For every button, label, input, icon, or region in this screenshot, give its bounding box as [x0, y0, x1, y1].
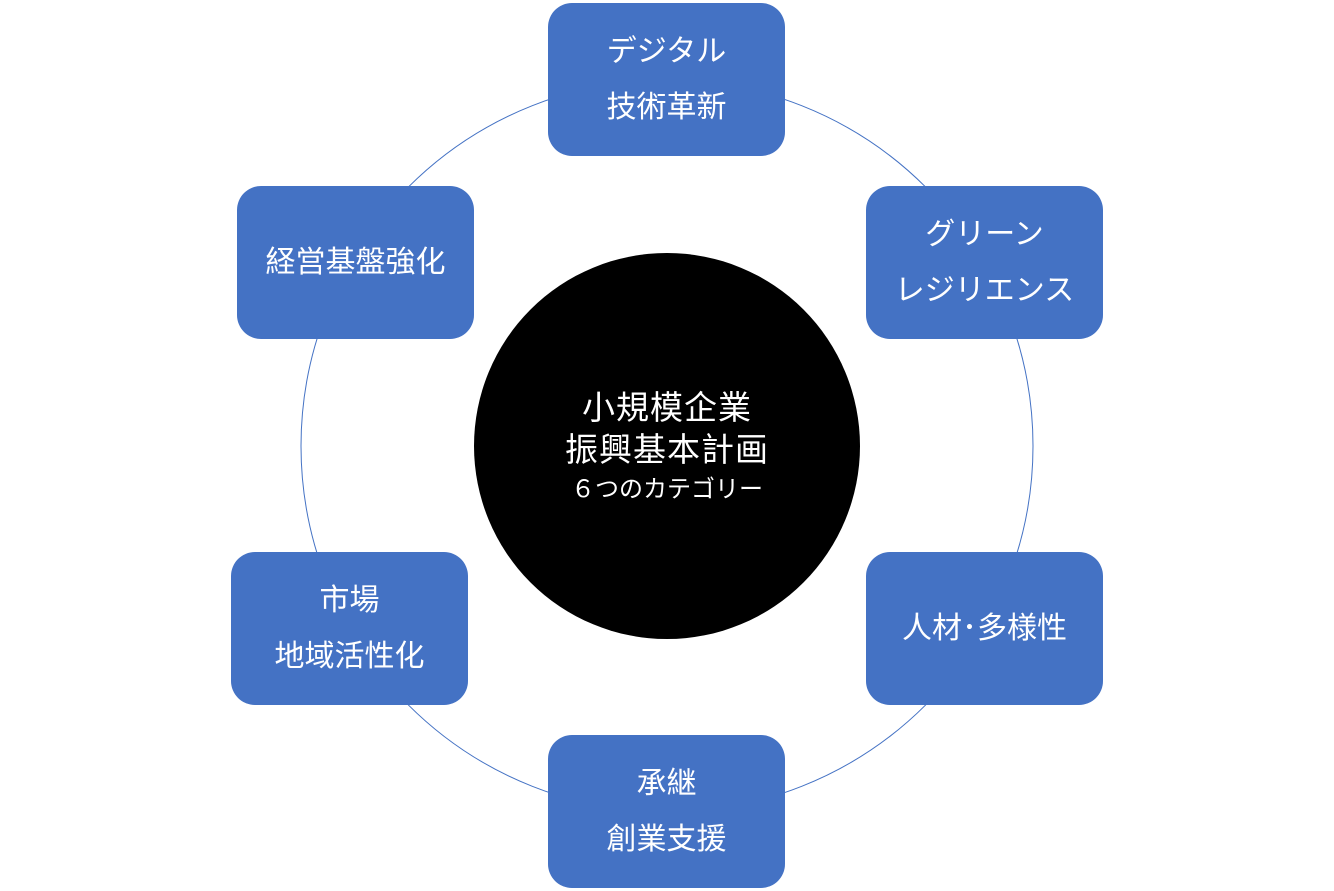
- category-node-management: 経営基盤強化: [237, 186, 474, 339]
- category-label-line1: 人材･多様性: [902, 610, 1067, 646]
- category-label-line1: グリーン: [925, 216, 1044, 252]
- category-node-talent: 人材･多様性: [866, 552, 1103, 705]
- category-node-green: グリーン レジリエンス: [866, 186, 1103, 339]
- center-title-line1: 小規模企業: [582, 388, 752, 427]
- category-node-digital: デジタル 技術革新: [548, 3, 785, 156]
- category-label-line1: デジタル: [606, 33, 727, 69]
- category-label-line2: 技術革新: [606, 89, 727, 125]
- category-label-line1: 承継: [636, 765, 697, 801]
- category-label-line2: 創業支援: [606, 821, 727, 857]
- category-node-market: 市場 地域活性化: [231, 552, 468, 705]
- category-label-line1: 市場: [319, 582, 380, 618]
- center-hub: 小規模企業 振興基本計画 ６つのカテゴリー: [474, 253, 860, 639]
- category-label-line1: 経営基盤強化: [265, 244, 446, 280]
- center-subtitle: ６つのカテゴリー: [571, 475, 763, 503]
- category-label-line2: レジリエンス: [894, 272, 1075, 308]
- category-label-line2: 地域活性化: [274, 638, 425, 674]
- category-node-succession: 承継 創業支援: [548, 735, 785, 888]
- center-title-line2: 振興基本計画: [565, 430, 769, 469]
